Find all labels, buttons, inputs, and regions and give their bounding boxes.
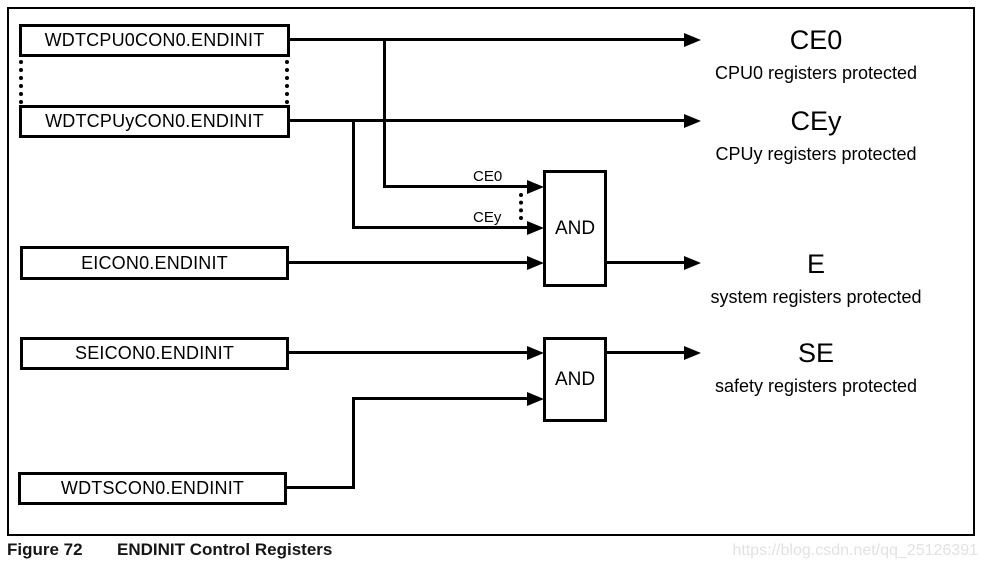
wire-and1-output — [607, 261, 685, 264]
arrow-head-icon-e-output — [684, 256, 701, 270]
output-signal-cey: CEy — [790, 106, 842, 136]
figure-caption: Figure 72 ENDINIT Control Registers — [7, 540, 332, 560]
output-signal-e: E — [806, 249, 825, 279]
output-description-ce0: CPU0 registers protected — [714, 63, 918, 83]
wire-cey-into-and1 — [352, 226, 528, 229]
figure-title: ENDINIT Control Registers — [117, 540, 333, 559]
register-label: EICON0.ENDINIT — [81, 252, 228, 273]
output-description-se: safety registers protected — [714, 376, 918, 396]
wire-wdtscon0-into-and2 — [352, 397, 528, 400]
wire-label-ce0: CE0 — [473, 168, 503, 185]
output-signal-ce0: CE0 — [789, 25, 843, 55]
register-label: WDTCPU0CON0.ENDINIT — [44, 30, 265, 50]
watermark-url: https://blog.csdn.net/qq_25126391 — [732, 542, 978, 559]
arrow-head-icon-cey-gate-input — [527, 221, 544, 235]
figure-number: Figure 72 — [7, 540, 83, 559]
register-box-seicon0: SEICON0.ENDINIT — [20, 337, 289, 370]
wire-wdtscon0-vertical — [352, 397, 355, 489]
and-gate-label: AND — [554, 217, 596, 239]
output-signal-se: SE — [797, 338, 835, 368]
output-group-se: SE safety registers protected — [700, 338, 932, 396]
arrow-head-icon-ce0-output — [684, 33, 701, 47]
and-gate-2: AND — [543, 337, 607, 422]
and-gate-label: AND — [554, 368, 596, 390]
wire-wdtcpuy-to-cey — [289, 119, 685, 122]
output-group-ce0: CE0 CPU0 registers protected — [700, 25, 932, 83]
arrow-head-icon-eicon0-gate-input — [527, 256, 544, 270]
wire-and2-output — [607, 351, 685, 354]
arrow-head-icon-se-output — [684, 346, 701, 360]
wire-wdtcpu0-to-ce0 — [289, 38, 685, 41]
register-box-wdtscon0: WDTSCON0.ENDINIT — [18, 472, 287, 505]
output-group-cey: CEy CPUy registers protected — [700, 106, 932, 164]
wire-label-cey: CEy — [473, 209, 502, 226]
arrow-head-icon-ce0-gate-input — [527, 180, 544, 194]
arrow-head-icon-seicon0-gate-input — [527, 346, 544, 360]
wire-wdtscon0-horizontal — [287, 486, 355, 489]
and-gate-1: AND — [543, 170, 607, 287]
output-description-e: system registers protected — [710, 287, 922, 307]
ellipsis-dots-right — [285, 60, 289, 104]
wire-ce0-branch-vertical — [383, 38, 386, 188]
register-label: SEICON0.ENDINIT — [74, 343, 235, 363]
register-box-eicon0: EICON0.ENDINIT — [20, 246, 289, 280]
arrow-head-icon-cey-output — [684, 114, 701, 128]
arrow-head-icon-wdtscon0-gate-input — [527, 392, 544, 406]
wire-eicon0-into-and1 — [289, 261, 528, 264]
register-label: WDTCPUyCON0.ENDINIT — [45, 111, 264, 131]
output-description-cey: CPUy registers protected — [715, 144, 917, 164]
ellipsis-dots-left — [19, 60, 23, 104]
register-box-wdtcpuycon0: WDTCPUyCON0.ENDINIT — [19, 105, 290, 138]
output-group-e: E system registers protected — [700, 249, 932, 307]
wire-seicon0-into-and2 — [289, 351, 528, 354]
ellipsis-dots-gate-inputs — [519, 193, 523, 220]
register-label: WDTSCON0.ENDINIT — [60, 478, 245, 498]
wire-ce0-into-and1 — [383, 185, 528, 188]
register-box-wdtcpu0con0: WDTCPU0CON0.ENDINIT — [19, 24, 290, 57]
wire-cey-branch-vertical — [352, 119, 355, 229]
